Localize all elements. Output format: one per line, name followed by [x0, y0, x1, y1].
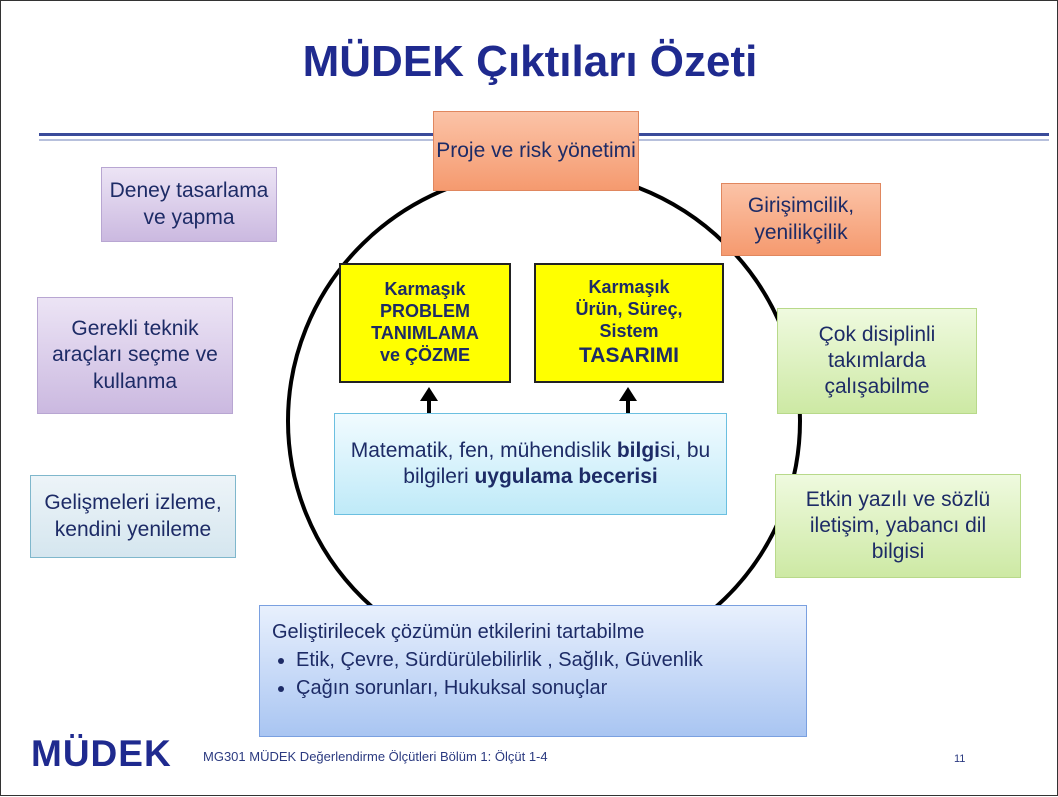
- page-number: 11: [954, 753, 966, 765]
- problem-line-4: ve ÇÖZME: [379, 344, 470, 365]
- impacts-item: Etik, Çevre, Sürdürülebilirlik , Sağlık,…: [296, 648, 806, 673]
- technical-tools-label: Gerekli teknik araçları seçme ve kullanm…: [52, 317, 218, 393]
- communication-label: Etkin yazılı ve sözlü iletişim, yabancı …: [805, 487, 991, 564]
- lifelong-learning-label: Gelişmeleri izleme, kendini yenileme: [44, 491, 222, 541]
- experiment-box: Deney tasarlama ve yapma: [101, 167, 277, 242]
- project-risk-label: Proje ve risk yönetimi: [436, 138, 636, 162]
- lifelong-learning-box: Gelişmeleri izleme, kendini yenileme: [30, 475, 236, 558]
- design-box: Karmaşık Ürün, Süreç, Sistem TASARIMI: [534, 263, 724, 383]
- knowledge-bold-1: bilgi: [616, 438, 661, 462]
- design-line-2: Ürün, Süreç,: [575, 299, 683, 320]
- slide-title: MÜDEK Çıktıları Özeti: [302, 37, 758, 86]
- knowledge-box: Matematik, fen, mühendislik bilgisi, bu …: [334, 413, 727, 515]
- impacts-item: Çağın sorunları, Hukuksal sonuçlar: [296, 676, 806, 701]
- knowledge-text-1: Matematik, fen, mühendislik: [350, 438, 617, 462]
- mudek-logo: MÜDEK: [31, 733, 172, 774]
- design-line-3: Sistem: [599, 321, 659, 342]
- design-line-1: Karmaşık: [588, 277, 670, 298]
- knowledge-bold-2: uygulama becerisi: [474, 465, 658, 488]
- project-risk-box: Proje ve risk yönetimi: [433, 111, 639, 191]
- multidisciplinary-label: Çok disiplinli takımlarda çalışabilme: [818, 322, 936, 399]
- problem-solving-box: Karmaşık PROBLEM TANIMLAMA ve ÇÖZME: [339, 263, 511, 383]
- problem-line-1: Karmaşık: [384, 279, 466, 300]
- experiment-label: Deney tasarlama ve yapma: [109, 179, 269, 229]
- knowledge-text-2: si, bu bilgileri: [403, 438, 711, 488]
- footer-text: MG301 MÜDEK Değerlendirme Ölçütleri Bölü…: [203, 749, 548, 764]
- entrepreneurship-label: Girişimcilik, yenilikçilik: [747, 194, 855, 244]
- problem-line-3: TANIMLAMA: [371, 323, 479, 343]
- impacts-box: Geliştirilecek çözümün etkilerini tartab…: [259, 605, 807, 737]
- multidisciplinary-box: Çok disiplinli takımlarda çalışabilme: [777, 308, 977, 414]
- communication-box: Etkin yazılı ve sözlü iletişim, yabancı …: [775, 474, 1021, 578]
- entrepreneurship-box: Girişimcilik, yenilikçilik: [721, 183, 881, 256]
- design-line-4: TASARIMI: [579, 344, 679, 368]
- problem-line-2: PROBLEM: [379, 301, 470, 322]
- technical-tools-box: Gerekli teknik araçları seçme ve kullanm…: [37, 297, 233, 414]
- impacts-heading: Geliştirilecek çözümün etkilerini tartab…: [272, 621, 645, 643]
- impacts-list: Etik, Çevre, Sürdürülebilirlik , Sağlık,…: [272, 648, 806, 701]
